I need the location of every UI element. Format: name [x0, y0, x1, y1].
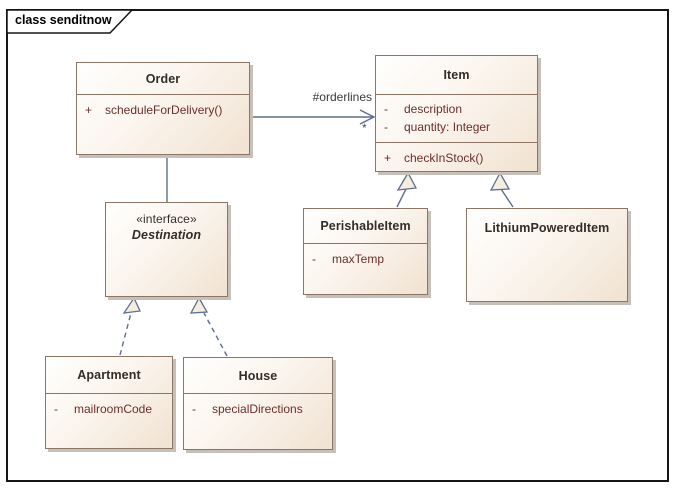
- visibility-icon: -: [384, 102, 388, 116]
- class-name: House: [184, 358, 332, 394]
- attribute-label: specialDirections: [212, 402, 303, 416]
- attribute-label: maxTemp: [332, 252, 385, 266]
- visibility-icon: -: [54, 402, 58, 416]
- interface-box-destination[interactable]: «interface» Destination: [105, 202, 228, 297]
- class-box-order[interactable]: Order + scheduleForDelivery(): [76, 62, 250, 155]
- attributes-compartment: - description - quantity: Integer: [376, 95, 537, 143]
- attribute-row[interactable]: - mailroomCode: [54, 400, 168, 418]
- association-role-label: #orderlines: [312, 90, 372, 104]
- operations-compartment: + scheduleForDelivery(): [77, 95, 249, 119]
- class-box-apartment[interactable]: Apartment - mailroomCode: [45, 356, 173, 449]
- attributes-compartment: - mailroomCode: [46, 394, 172, 418]
- class-box-item[interactable]: Item - description - quantity: Integer +…: [375, 55, 538, 172]
- class-name: Item: [376, 56, 537, 95]
- triangle-arrowhead-icon: [189, 296, 209, 314]
- triangle-arrowhead-icon: [489, 171, 511, 191]
- diagram-frame: [6, 9, 669, 482]
- realization-house-destination[interactable]: [189, 296, 228, 357]
- attribute-row[interactable]: - quantity: Integer: [384, 118, 533, 136]
- generalization-lithiumpowereditem-item[interactable]: [489, 171, 514, 208]
- visibility-icon: +: [85, 103, 93, 117]
- attribute-row[interactable]: - maxTemp: [312, 250, 423, 268]
- association-order-item[interactable]: [250, 109, 376, 125]
- visibility-icon: -: [192, 402, 196, 416]
- visibility-icon: -: [384, 120, 388, 134]
- attribute-label: quantity: Integer: [404, 120, 491, 134]
- visibility-icon: +: [384, 151, 392, 165]
- operations-compartment: + checkInStock(): [376, 143, 537, 167]
- class-box-lithiumpowereditem[interactable]: LithiumPoweredItem: [466, 208, 628, 302]
- generalization-perishableitem-item[interactable]: [396, 171, 418, 208]
- operation-label: scheduleForDelivery(): [105, 103, 223, 117]
- attributes-compartment: - specialDirections: [184, 394, 332, 418]
- attribute-row[interactable]: - description: [384, 100, 533, 118]
- class-name: Destination: [131, 228, 202, 242]
- class-box-house[interactable]: House - specialDirections: [183, 357, 333, 450]
- triangle-arrowhead-icon: [122, 296, 141, 314]
- operation-row[interactable]: + scheduleForDelivery(): [85, 101, 245, 119]
- attribute-row[interactable]: - specialDirections: [192, 400, 328, 418]
- class-name: PerishableItem: [304, 209, 427, 244]
- visibility-icon: -: [312, 252, 316, 266]
- triangle-arrowhead-icon: [396, 171, 418, 191]
- open-arrowhead-icon: [359, 109, 376, 125]
- attribute-label: mailroomCode: [74, 402, 153, 416]
- attributes-compartment: - maxTemp: [304, 244, 427, 268]
- stereotype-label: «interface»: [136, 212, 197, 226]
- class-box-perishableitem[interactable]: PerishableItem - maxTemp: [303, 208, 428, 295]
- class-name: Order: [77, 63, 249, 95]
- operation-label: checkInStock(): [404, 151, 484, 165]
- attribute-label: description: [404, 102, 463, 116]
- class-name: LithiumPoweredItem: [484, 221, 610, 235]
- multiplicity-label: *: [362, 121, 367, 135]
- class-name: Apartment: [46, 357, 172, 394]
- frame-label: class senditnow: [15, 13, 112, 27]
- operation-row[interactable]: + checkInStock(): [384, 149, 533, 167]
- realization-apartment-destination[interactable]: [119, 296, 141, 356]
